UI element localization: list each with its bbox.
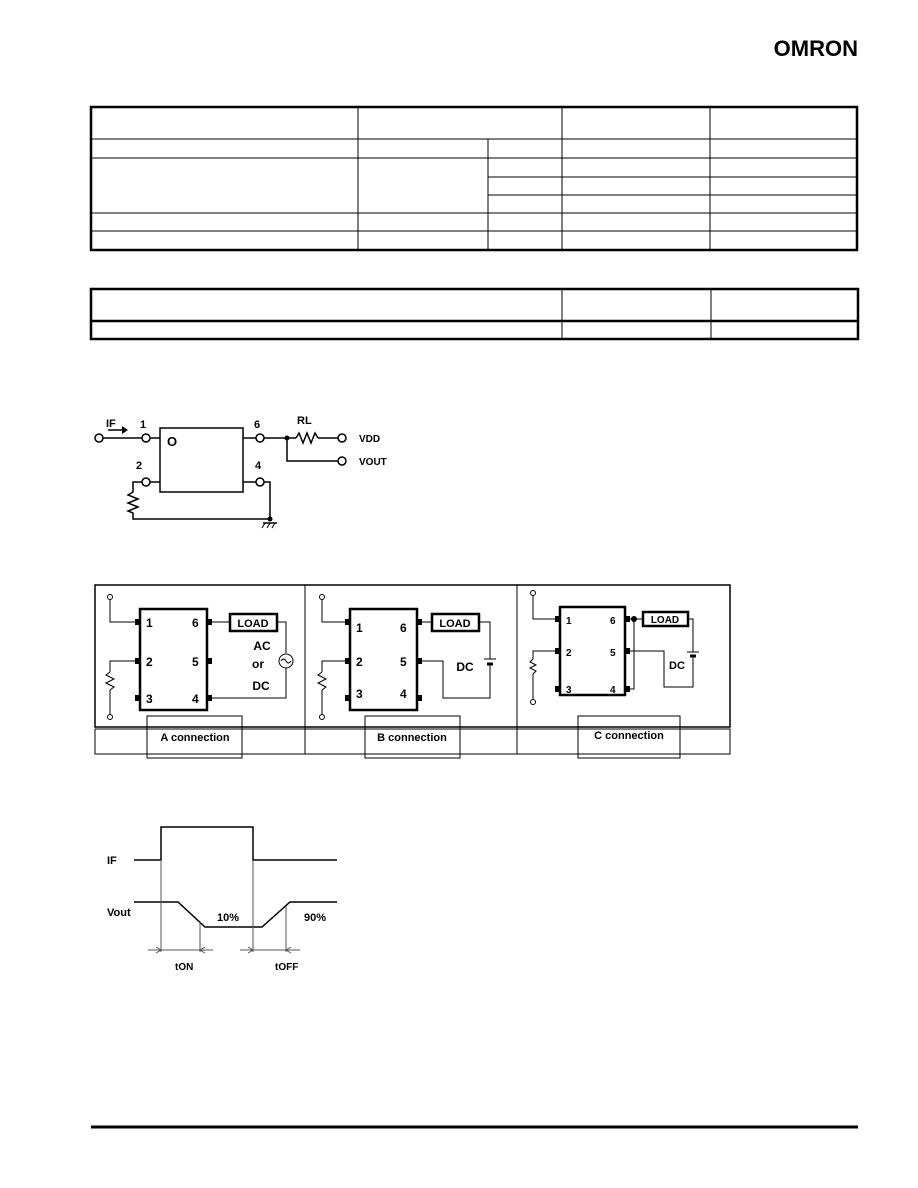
timing-diagram: IF Vout 10% 90% tON tOFF [107,826,337,973]
vout-waveform [134,901,337,928]
load-resistor [295,430,319,446]
svg-text:2: 2 [566,648,572,659]
svg-text:3: 3 [146,692,153,706]
svg-text:4: 4 [400,687,407,701]
a-connection-label: A connection [160,732,230,744]
svg-text:4: 4 [610,685,616,696]
pin-4-label: 4 [255,460,262,472]
svg-text:1: 1 [566,616,572,627]
svg-text:AC: AC [253,639,271,653]
svg-text:LOAD: LOAD [439,618,470,630]
svg-text:6: 6 [610,616,616,627]
svg-text:3: 3 [356,687,363,701]
svg-text:6: 6 [192,616,199,630]
svg-text:2: 2 [146,655,153,669]
ground-icon [261,522,277,529]
vdd-label: VDD [359,434,380,445]
svg-text:DC: DC [669,660,685,672]
svg-text:5: 5 [400,655,407,669]
chip-index-mark: O [167,434,177,449]
svg-text:or: or [252,657,264,671]
svg-text:LOAD: LOAD [651,615,679,626]
toff-label: tOFF [275,962,298,973]
rl-label: RL [297,415,312,427]
svg-text:5: 5 [192,655,199,669]
svg-text:DC: DC [456,660,474,674]
svg-text:3: 3 [566,685,572,696]
ton-label: tON [175,962,193,973]
photocoupler-body [159,427,244,493]
svg-text:6: 6 [400,621,407,635]
a-connection-diagram: 1 2 3 4 5 6 LOAD AC or DC A connection [104,594,294,759]
svg-text:LOAD: LOAD [237,618,268,630]
pin-1-label: 1 [140,419,146,431]
svg-text:1: 1 [356,621,363,635]
c-connection-diagram: 1 2 3 4 5 6 LOAD DC C connection [528,590,699,759]
svg-text:1: 1 [146,616,153,630]
omron-logo: OMRON [774,36,858,61]
svg-text:4: 4 [192,692,199,706]
ninety-percent-label: 90% [304,912,326,924]
current-arrow-icon [122,426,128,434]
b-connection-diagram: 1 2 3 4 5 6 LOAD DC B connection [316,594,496,759]
b-connection-label: B connection [377,732,447,744]
if-label: IF [107,855,117,867]
connection-diagrams: 1 2 3 4 5 6 LOAD AC or DC A connection [94,584,731,759]
vout-label: Vout [107,907,131,919]
pin-6-label: 6 [254,419,260,431]
svg-text:2: 2 [356,655,363,669]
vout-label: VOUT [359,457,387,468]
secondary-table [89,287,860,341]
characteristics-table [89,105,859,252]
pin-2-label: 2 [136,460,142,472]
svg-text:DC: DC [252,679,270,693]
svg-text:5: 5 [610,648,616,659]
if-waveform [134,826,337,861]
c-connection-label: C connection [594,730,664,742]
ten-percent-label: 10% [217,912,239,924]
test-circuit-diagram: IF 1 O 6 RL VDD VOUT 2 4 [94,415,387,529]
if-label: IF [106,418,116,430]
